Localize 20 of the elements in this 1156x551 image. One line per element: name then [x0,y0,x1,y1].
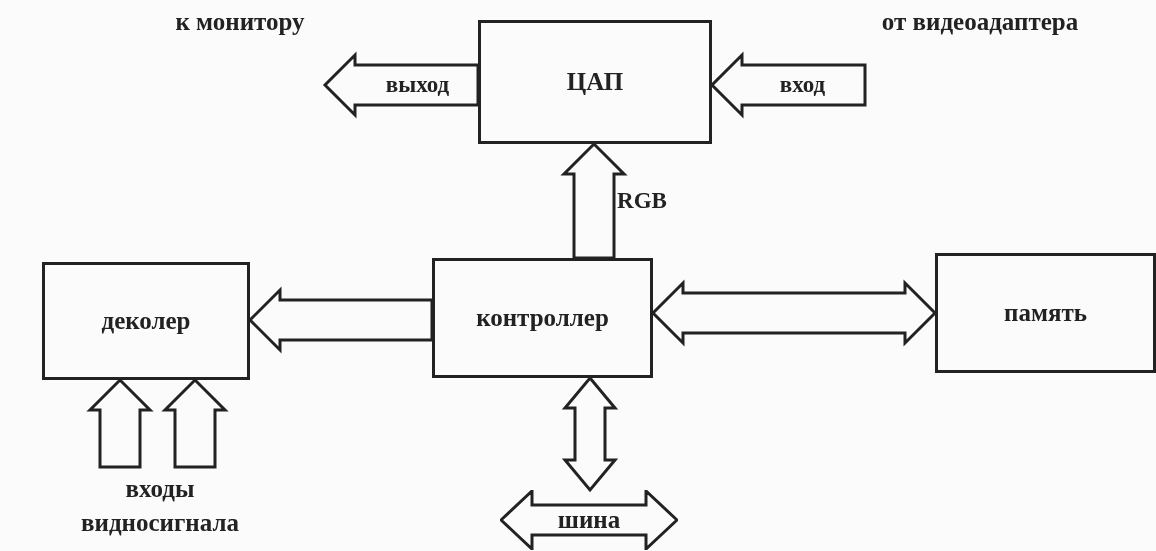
block-arrow [650,279,938,347]
block-box [935,253,1156,373]
block-label: деколер [101,307,191,335]
block-arrow [561,375,619,493]
block-label: контроллер [476,304,609,332]
block-label: ЦАП [566,68,624,96]
arrow-label: RGB [616,188,668,214]
bus-double-arrow [500,490,678,550]
block-arrow [161,377,229,469]
block-box [478,20,712,144]
block-arrow [86,377,154,469]
block-arrow [247,286,434,354]
caption-text: от видеоадаптера [880,7,1080,37]
caption-text: входы видносигнала [80,474,240,538]
block-box [432,258,653,378]
block-label: шина [557,506,621,534]
caption-text: к монитору [174,7,306,37]
block-box [42,262,250,380]
block-label: память [1004,299,1087,327]
block-arrow [560,141,628,260]
